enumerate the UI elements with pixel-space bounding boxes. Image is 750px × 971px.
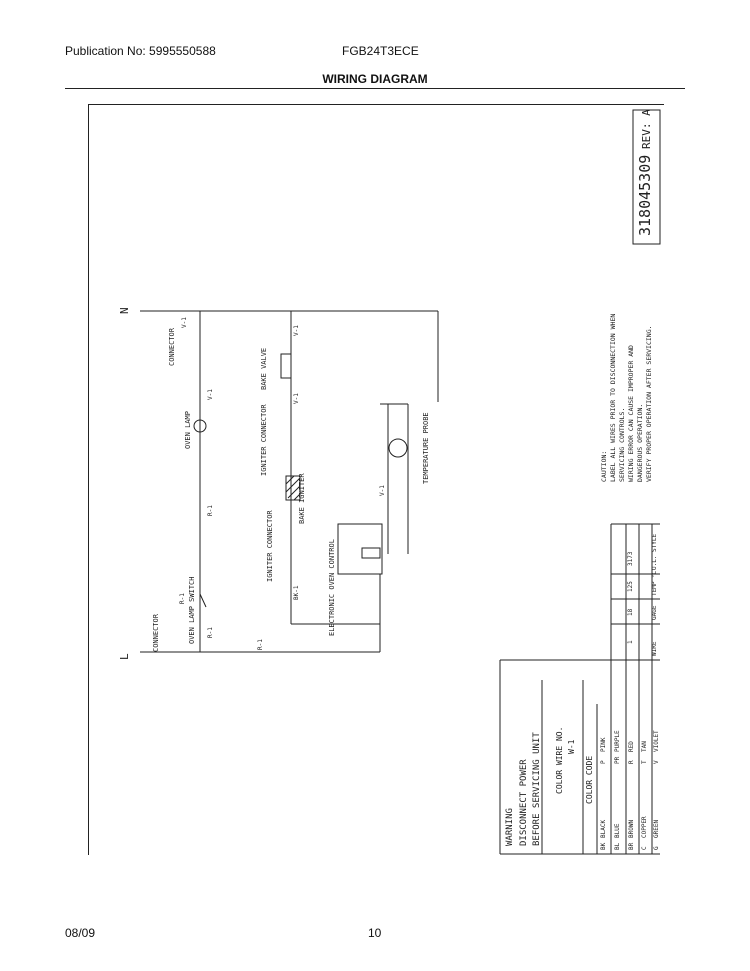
page-number: 10	[368, 926, 382, 940]
model-number: FGB24T3ECE	[342, 44, 419, 58]
caution-line-2: LABEL ALL WIRES PRIOR TO DISCONNECTION W…	[609, 314, 617, 482]
color-name-right-1: PURPLE	[614, 730, 621, 752]
header-rule	[65, 88, 685, 89]
oven-lamp-switch-symbol	[199, 593, 207, 608]
color-name-left-2: BROWN	[628, 820, 635, 838]
warning-line-1: DISCONNECT POWER	[519, 759, 529, 846]
publication-number: Publication No: 5995550588	[65, 44, 216, 58]
caution-line-5: DANGEROUS OPERATION.	[636, 404, 644, 482]
color-name-right-2: RED	[628, 741, 635, 752]
color-name-right-3: TAN	[641, 741, 648, 752]
wire-table-cell-style: 3173	[627, 551, 634, 566]
caution-line-3: SERVICING CONTROLS.	[618, 408, 626, 482]
color-code-left-2: BR	[628, 842, 635, 850]
color-name-left-1: BLUE	[614, 823, 621, 838]
label-oven-lamp-switch: OVEN LAMP SWITCH	[188, 577, 196, 644]
title-block	[632, 109, 661, 245]
label-igniter-connector-bottom: IGNITER CONNECTOR	[266, 510, 274, 582]
color-wire-no: COLOR WIRE NO.	[555, 727, 564, 794]
wire-table-cell-temp: 125	[627, 581, 634, 592]
label-igniter-connector-top: IGNITER CONNECTOR	[260, 404, 268, 476]
wire-table-cell-wire: 1	[627, 640, 634, 644]
bake-igniter-symbol	[285, 475, 301, 501]
wire-code-v1-b: V-1	[207, 389, 214, 400]
color-code-right-0: P	[600, 760, 607, 764]
footer-date: 08/09	[65, 926, 96, 940]
label-temperature-probe: TEMPERATURE PROBE	[422, 412, 430, 484]
wire-code-v1-d: V-1	[293, 393, 300, 404]
label-connector-bottom: CONNECTOR	[152, 613, 160, 652]
color-code-right-4: V	[653, 760, 660, 764]
terminal-neutral: N	[118, 307, 131, 314]
caution-line-1: CAUTION:	[600, 451, 608, 482]
wiring-diagram: 318045309 REV: A N L CONNECTOR CONNECTOR…	[118, 109, 661, 855]
diagram-frame	[88, 104, 664, 855]
wire-no-example: W-1	[567, 739, 576, 754]
wire-table-header-style: U.L. STYLE	[651, 533, 658, 570]
warning-title: WARNING	[505, 808, 515, 846]
wire-table-header-wire: WIRE	[651, 641, 658, 656]
color-code-right-3: T	[641, 760, 648, 764]
color-code-left-0: BK	[600, 842, 607, 850]
revision: REV: A	[640, 109, 653, 149]
wire-code-bk1: BK-1	[293, 585, 300, 600]
color-name-left-4: GREEN	[653, 820, 660, 838]
wire-code-v1-e: V-1	[379, 485, 386, 496]
wire-code-r1-b: R-1	[179, 593, 186, 604]
color-code-left-1: BL	[614, 842, 621, 850]
caution-line-4: WIRING ERROR CAN CAUSE IMPROPER AND	[627, 345, 635, 482]
color-code-left-4: G	[653, 846, 660, 850]
wire-code-r1-a: R-1	[207, 505, 214, 516]
color-name-left-0: BLACK	[600, 820, 607, 838]
label-oven-lamp: OVEN LAMP	[184, 411, 192, 449]
wire-table-header-gage: GAGE	[651, 605, 658, 620]
temperature-probe-symbol	[388, 438, 408, 458]
page-title: WIRING DIAGRAM	[322, 72, 428, 86]
wire-table-header-temp: TEMP °C	[651, 570, 658, 596]
color-name-right-4: VIOLET	[653, 730, 660, 752]
label-connector-top: CONNECTOR	[168, 327, 176, 366]
color-name-left-3: COPPER	[641, 816, 648, 838]
wire-code-v1-a: V-1	[181, 317, 188, 328]
label-electronic-oven-control: ELECTRONIC OVEN CONTROL	[328, 539, 336, 636]
part-number: 318045309	[636, 155, 654, 236]
wire-table-cell-gage: 18	[627, 608, 634, 616]
color-code-title: COLOR CODE	[585, 756, 594, 804]
oven-lamp-symbol	[193, 419, 207, 433]
bake-valve-symbol	[280, 353, 292, 379]
caution-line-6: VERIFY PROPER OPERATION AFTER SERVICING.	[645, 325, 653, 482]
label-bake-igniter: BAKE IGNITER	[298, 473, 306, 524]
terminal-line: L	[118, 653, 131, 660]
wire-code-r1-d: R-1	[257, 639, 264, 650]
warning-line-2: BEFORE SERVICING UNIT	[532, 732, 542, 846]
wire-code-v1-c: V-1	[293, 325, 300, 336]
label-bake-valve: BAKE VALVE	[260, 348, 268, 390]
color-name-right-0: PINK	[600, 737, 607, 752]
color-code-right-2: R	[628, 760, 635, 764]
color-code-left-3: C	[641, 846, 648, 850]
wire-code-r1-c: R-1	[207, 627, 214, 638]
electronic-oven-control-symbol	[337, 523, 383, 575]
color-code-right-1: PR	[614, 756, 621, 764]
